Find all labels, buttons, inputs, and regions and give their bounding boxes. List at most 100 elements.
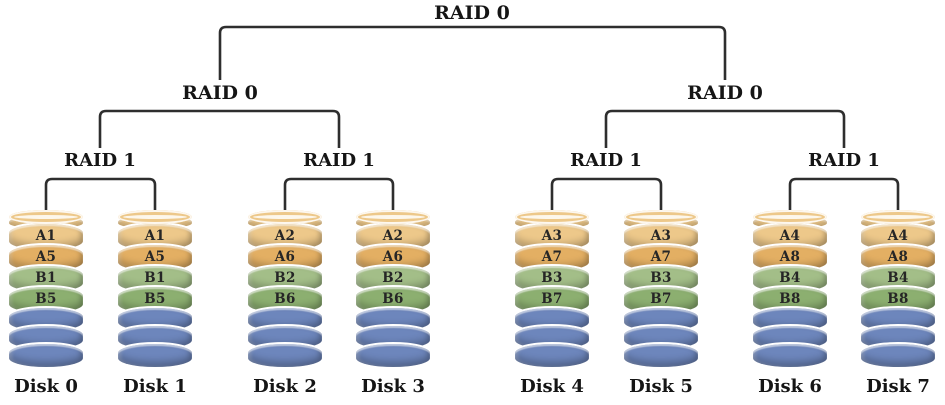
disk-2: A2 A6 B2 B6 Disk 2 xyxy=(248,210,322,397)
disk-base-band xyxy=(624,344,698,367)
disk-base-band xyxy=(515,326,589,349)
disk-top-face-icon xyxy=(753,210,827,224)
disk-base-band xyxy=(515,344,589,367)
stripe-label: B8 xyxy=(779,291,801,307)
disk-name: Disk 0 xyxy=(14,376,78,397)
stripe-band: A5 xyxy=(9,245,83,271)
raid0-root-label: RAID 0 xyxy=(434,2,510,24)
stripe-label: A5 xyxy=(144,249,166,265)
disk-top-face-icon xyxy=(248,210,322,224)
disk-name: Disk 1 xyxy=(123,376,187,397)
disk-name: Disk 5 xyxy=(629,376,693,397)
disk-name: Disk 3 xyxy=(361,376,425,397)
disk-base-band xyxy=(118,308,192,331)
level2-right-bracket xyxy=(604,109,846,148)
stripe-label: B3 xyxy=(650,270,672,286)
disk-name: Disk 4 xyxy=(520,376,584,397)
stripe-label: B4 xyxy=(887,270,909,286)
disk-base-band xyxy=(624,308,698,331)
stripe-band: A1 xyxy=(118,224,192,250)
stripe-label: B1 xyxy=(35,270,57,286)
stripe-band: A2 xyxy=(248,224,322,250)
disk-4: A3 A7 B3 B7 Disk 4 xyxy=(515,210,589,397)
stripe-label: A7 xyxy=(650,249,672,265)
disk-base-band xyxy=(118,326,192,349)
stripe-band: B3 xyxy=(624,266,698,292)
stripe-label: A3 xyxy=(650,228,672,244)
disk-7: A4 A8 B4 B8 Disk 7 xyxy=(861,210,935,397)
disk-top-face-icon xyxy=(9,210,83,224)
raid0-left-label: RAID 0 xyxy=(182,82,258,104)
disk-3: A2 A6 B2 B6 Disk 3 xyxy=(356,210,430,397)
disk-base-band xyxy=(248,344,322,367)
disk-1: A1 A5 B1 B5 Disk 1 xyxy=(118,210,192,397)
disk-base-band xyxy=(9,344,83,367)
disk-6: A4 A8 B4 B8 Disk 6 xyxy=(753,210,827,397)
disk-0: A1 A5 B1 B5 Disk 0 xyxy=(9,210,83,397)
disk-5: A3 A7 B3 B7 Disk 5 xyxy=(624,210,698,397)
stripe-label: B2 xyxy=(382,270,404,286)
stripe-label: A6 xyxy=(382,249,404,265)
raid0-right-label: RAID 0 xyxy=(687,82,763,104)
disk-base-band xyxy=(861,308,935,331)
stripe-label: B5 xyxy=(35,291,57,307)
stripe-label: A8 xyxy=(779,249,801,265)
root-bracket xyxy=(218,25,727,80)
level3-bracket-4 xyxy=(788,177,900,212)
stripe-band: B7 xyxy=(624,287,698,313)
stripe-label: A2 xyxy=(382,228,404,244)
stripe-label: B7 xyxy=(541,291,563,307)
disk-top-face-icon xyxy=(118,210,192,224)
stripe-band: A7 xyxy=(515,245,589,271)
disk-base-band xyxy=(753,326,827,349)
stripe-label: A2 xyxy=(274,228,296,244)
stripe-label: A7 xyxy=(541,249,563,265)
raid1-label-4: RAID 1 xyxy=(808,150,880,171)
stripe-label: A6 xyxy=(274,249,296,265)
stripe-band: A1 xyxy=(9,224,83,250)
disk-base-band xyxy=(753,308,827,331)
disk-top-face-icon xyxy=(624,210,698,224)
disk-base-band xyxy=(753,344,827,367)
level3-bracket-1 xyxy=(44,177,157,212)
disk-name: Disk 2 xyxy=(253,376,317,397)
stripe-band: A8 xyxy=(753,245,827,271)
stripe-label: B6 xyxy=(274,291,296,307)
stripe-label: B6 xyxy=(382,291,404,307)
disk-base-band xyxy=(356,308,430,331)
raid1-label-1: RAID 1 xyxy=(64,150,136,171)
stripe-label: B2 xyxy=(274,270,296,286)
disk-base-band xyxy=(624,326,698,349)
disk-top-face-icon xyxy=(356,210,430,224)
stripe-band: A2 xyxy=(356,224,430,250)
stripe-label: A8 xyxy=(887,249,909,265)
disk-base-band xyxy=(248,326,322,349)
stripe-band: A6 xyxy=(248,245,322,271)
raid1-label-3: RAID 1 xyxy=(570,150,642,171)
stripe-label: A5 xyxy=(35,249,57,265)
stripe-label: A1 xyxy=(144,228,166,244)
stripe-label: B1 xyxy=(144,270,166,286)
disk-name: Disk 7 xyxy=(866,376,930,397)
stripe-label: A4 xyxy=(779,228,801,244)
level2-left-bracket xyxy=(98,109,341,148)
stripe-band: A7 xyxy=(624,245,698,271)
disk-base-band xyxy=(9,326,83,349)
stripe-label: B5 xyxy=(144,291,166,307)
disk-base-band xyxy=(356,326,430,349)
stripe-label: A1 xyxy=(35,228,57,244)
disk-base-band xyxy=(861,326,935,349)
disk-base-band xyxy=(861,344,935,367)
stripe-label: B8 xyxy=(887,291,909,307)
stripe-band: B1 xyxy=(9,266,83,292)
disk-base-band xyxy=(9,308,83,331)
disk-top-face-icon xyxy=(861,210,935,224)
stripe-label: A4 xyxy=(887,228,909,244)
disk-top-face-icon xyxy=(515,210,589,224)
level3-bracket-2 xyxy=(283,177,395,212)
disk-base-band xyxy=(248,308,322,331)
stripe-label: B7 xyxy=(650,291,672,307)
stripe-label: A3 xyxy=(541,228,563,244)
